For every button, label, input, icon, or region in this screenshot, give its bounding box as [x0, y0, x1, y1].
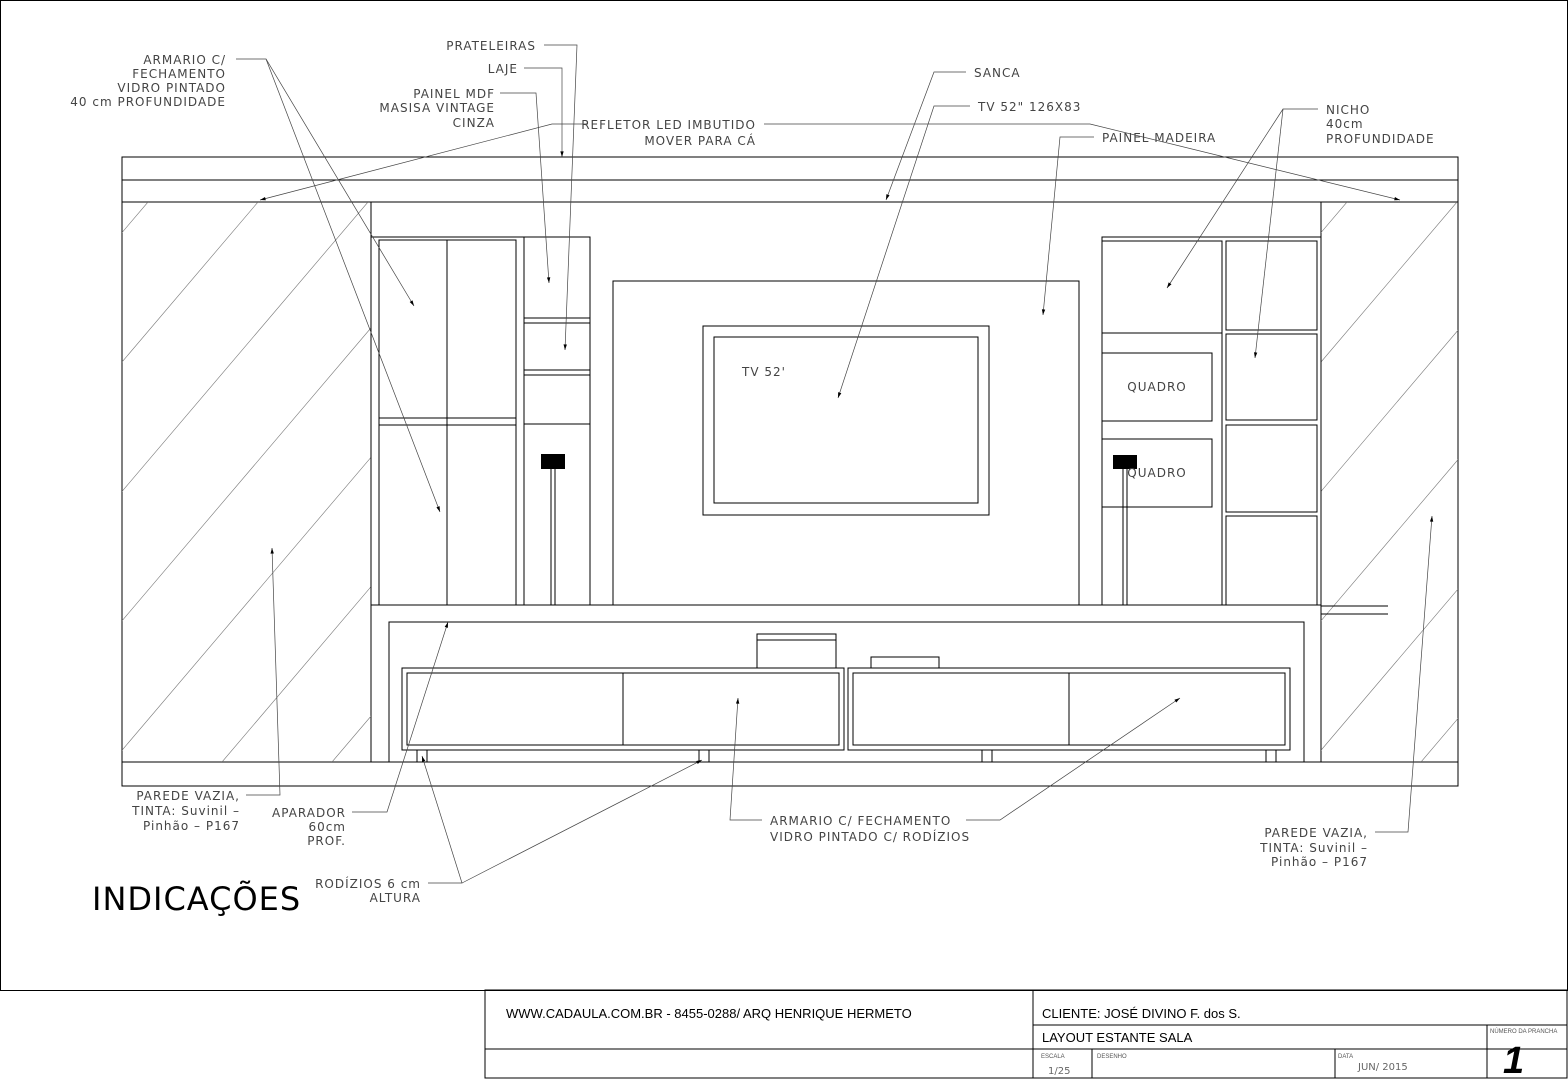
annotation-text: ESCALA [1041, 1054, 1065, 1060]
frame-2 [1101, 438, 1213, 508]
annotation-text: ARMARIO C/ [143, 53, 226, 67]
annotation-text: DATA [1338, 1054, 1353, 1060]
sideboard [388, 621, 1305, 763]
wall-hatch-line [772, 202, 1248, 762]
left-wall [0, 201, 1358, 763]
author-text: WWW.CADAULA.COM.BR - 8455-0288/ ARQ HENR… [506, 1006, 912, 1021]
annotation-text: DESENHO [1097, 1054, 1127, 1060]
drawing-heading: INDICAÇÕES [92, 880, 301, 918]
label-parede-left: PAREDE VAZIA, TINTA: Suvinil – Pinhão – … [131, 789, 240, 833]
annotation-text: 60cm [308, 820, 346, 834]
wall-hatch-line [1420, 718, 1458, 762]
annotation-text: PAINEL MDF [413, 87, 495, 101]
floor-lamp-left [541, 454, 565, 605]
wall-hatch-line [122, 202, 149, 234]
right-wall [761, 201, 1568, 763]
tv: TV 52' [702, 325, 990, 516]
caster-wheel [1265, 749, 1277, 763]
annotation-text: MOVER PARA CÁ [644, 133, 756, 148]
caster-wheel [981, 749, 993, 763]
wall-hatch-line [442, 202, 918, 762]
annotation-text: ALTURA [370, 891, 421, 905]
ceiling-slab [121, 156, 1459, 203]
frame-2-label: QUADRO [1127, 466, 1186, 480]
floor-slab [121, 761, 1459, 787]
annotation-text: MASISA VINTAGE [379, 101, 495, 115]
frame-1 [1101, 352, 1213, 422]
annotation-text: NÚMERO DA PRANCHA [1490, 1028, 1557, 1035]
wall-hatch-line [122, 327, 371, 622]
annotation-text: PROF. [307, 834, 346, 848]
wall-hatch-line [1321, 202, 1458, 363]
wall-hatch-line [122, 202, 369, 492]
label-armario-top: ARMARIO C/ FECHAMENTO VIDRO PINTADO 40 c… [70, 53, 226, 109]
label-aparador: APARADOR 60cm PROF. [272, 806, 346, 848]
wall-hatch-line [221, 586, 371, 762]
frame-1-label: QUADRO [1127, 380, 1186, 394]
tv-label: TV 52' [741, 365, 786, 379]
annotation-text: 40cm [1326, 117, 1364, 131]
annotation-text: 40 cm PROFUNDIDADE [70, 95, 226, 109]
wall-hatch-line [331, 715, 371, 762]
label-nicho: NICHO 40cm PROFUNDIDADE [1326, 103, 1435, 146]
annotation-text: PAREDE VAZIA, [1264, 826, 1368, 840]
wall-hatch-line [662, 202, 1138, 762]
annotation-text: PROFUNDIDADE [1326, 132, 1435, 146]
title-block: WWW.CADAULA.COM.BR - 8455-0288/ ARQ HENR… [484, 989, 1568, 1079]
label-prateleiras: PRATELEIRAS [446, 39, 536, 53]
right-niche-unit: QUADRO QUADRO [1101, 236, 1322, 606]
wall-hatch-line [1531, 202, 1568, 762]
annotation-text: TINTA: Suvinil – [131, 804, 240, 818]
annotation-text: NICHO [1326, 103, 1370, 117]
annotation-text: Pinhão – P167 [1271, 855, 1368, 869]
left-cabinet [370, 236, 591, 606]
date-value: JUN/ 2015 [1357, 1062, 1408, 1073]
annotations: ARMARIO C/ FECHAMENTO VIDRO PINTADO 40 c… [70, 39, 1435, 905]
label-painel-mdf: PAINEL MDF MASISA VINTAGE CINZA [379, 87, 495, 130]
label-refletor: REFLETOR LED IMBUTIDO MOVER PARA CÁ [581, 118, 756, 148]
wall-hatch-line [761, 202, 1237, 762]
label-painel-madeira: PAINEL MADEIRA [1102, 131, 1216, 145]
caster-wheel [416, 749, 428, 763]
client-text: CLIENTE: JOSÉ DIVINO F. dos S. [1042, 1006, 1241, 1021]
label-parede-right: PAREDE VAZIA, TINTA: Suvinil – Pinhão – … [1259, 826, 1368, 869]
annotation-text: TINTA: Suvinil – [1259, 841, 1368, 855]
wall-hatch-line [1321, 329, 1458, 492]
label-rodizios: RODÍZIOS 6 cm ALTURA [315, 876, 421, 905]
annotation-text: APARADOR [272, 806, 346, 820]
annotation-text: PAREDE VAZIA, [136, 789, 240, 803]
label-armario-bottom: ARMARIO C/ FECHAMENTO VIDRO PINTADO C/ R… [770, 814, 970, 844]
caster-wheel [698, 749, 710, 763]
wall-hatch-line [882, 202, 1358, 762]
scale-value: 1/25 [1048, 1066, 1070, 1077]
label-sanca: SANCA [974, 66, 1021, 80]
wood-panel [612, 280, 1080, 606]
floor-lamp-right [1113, 455, 1137, 605]
annotation-text: REFLETOR LED IMBUTIDO [581, 118, 756, 132]
label-laje: LAJE [488, 62, 518, 76]
annotation-text: VIDRO PINTADO [117, 81, 226, 95]
sheet-number: 1 [1503, 1040, 1524, 1079]
wall-hatch-line [122, 456, 371, 751]
annotation-text: ARMARIO C/ FECHAMENTO [770, 814, 951, 828]
tv-cabinets [401, 667, 1291, 763]
annotation-text: Pinhão – P167 [143, 819, 240, 833]
project-title: LAYOUT ESTANTE SALA [1042, 1030, 1193, 1045]
wall-hatch-line [1321, 459, 1458, 622]
wall-hatch-line [0, 202, 38, 762]
annotation-text: FECHAMENTO [132, 67, 226, 81]
wall-hatch-line [1321, 202, 1348, 234]
annotation-text: VIDRO PINTADO C/ RODÍZIOS [770, 829, 970, 844]
annotation-text: CINZA [453, 116, 495, 130]
wall-hatch-line [1321, 588, 1458, 751]
wall-hatch-line [122, 202, 259, 363]
annotation-text: RODÍZIOS 6 cm [315, 876, 421, 891]
label-tv-spec: TV 52" 126X83 [977, 100, 1081, 114]
